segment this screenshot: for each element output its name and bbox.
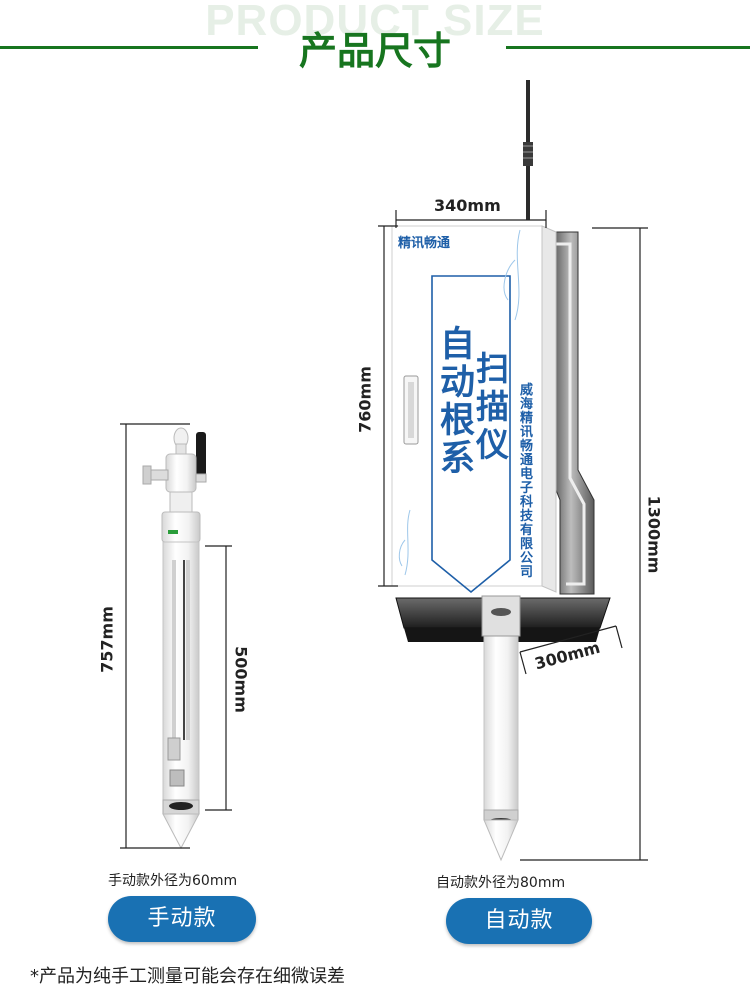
- manual-device: [142, 427, 207, 850]
- auto-width-label: 340mm: [434, 196, 501, 215]
- manual-caption: 手动款外径为60mm: [108, 873, 238, 889]
- auto-model-button[interactable]: 自动款: [446, 898, 592, 944]
- auto-dimension-lines: [378, 210, 648, 861]
- panel-headline-col2: 扫描仪: [476, 349, 509, 464]
- auto-box-height-label: 760mm: [355, 366, 375, 433]
- header-rule-left: [0, 46, 258, 49]
- auto-device: [391, 80, 611, 862]
- header-rule-right: [506, 46, 750, 49]
- measurement-note: *产品为纯手工测量可能会存在细微误差: [30, 966, 345, 987]
- panel-company-name: 威海精讯畅通电子科技有限公司: [520, 383, 534, 580]
- auto-total-height-label: 1300mm: [644, 495, 664, 574]
- page-title: 产品尺寸: [298, 29, 451, 73]
- manual-tube-length-label: 500mm: [231, 646, 251, 713]
- panel-headline-col1: 自动根系: [440, 325, 476, 479]
- header-background-title: PRODUCT SIZE: [205, 0, 545, 45]
- manual-dimension-lines: [120, 423, 232, 849]
- auto-caption: 自动款外径为80mm: [436, 875, 566, 891]
- manual-height-label: 757mm: [97, 606, 117, 673]
- manual-model-button[interactable]: 手动款: [108, 896, 256, 942]
- brand-logo-text: 精讯畅通: [398, 236, 451, 251]
